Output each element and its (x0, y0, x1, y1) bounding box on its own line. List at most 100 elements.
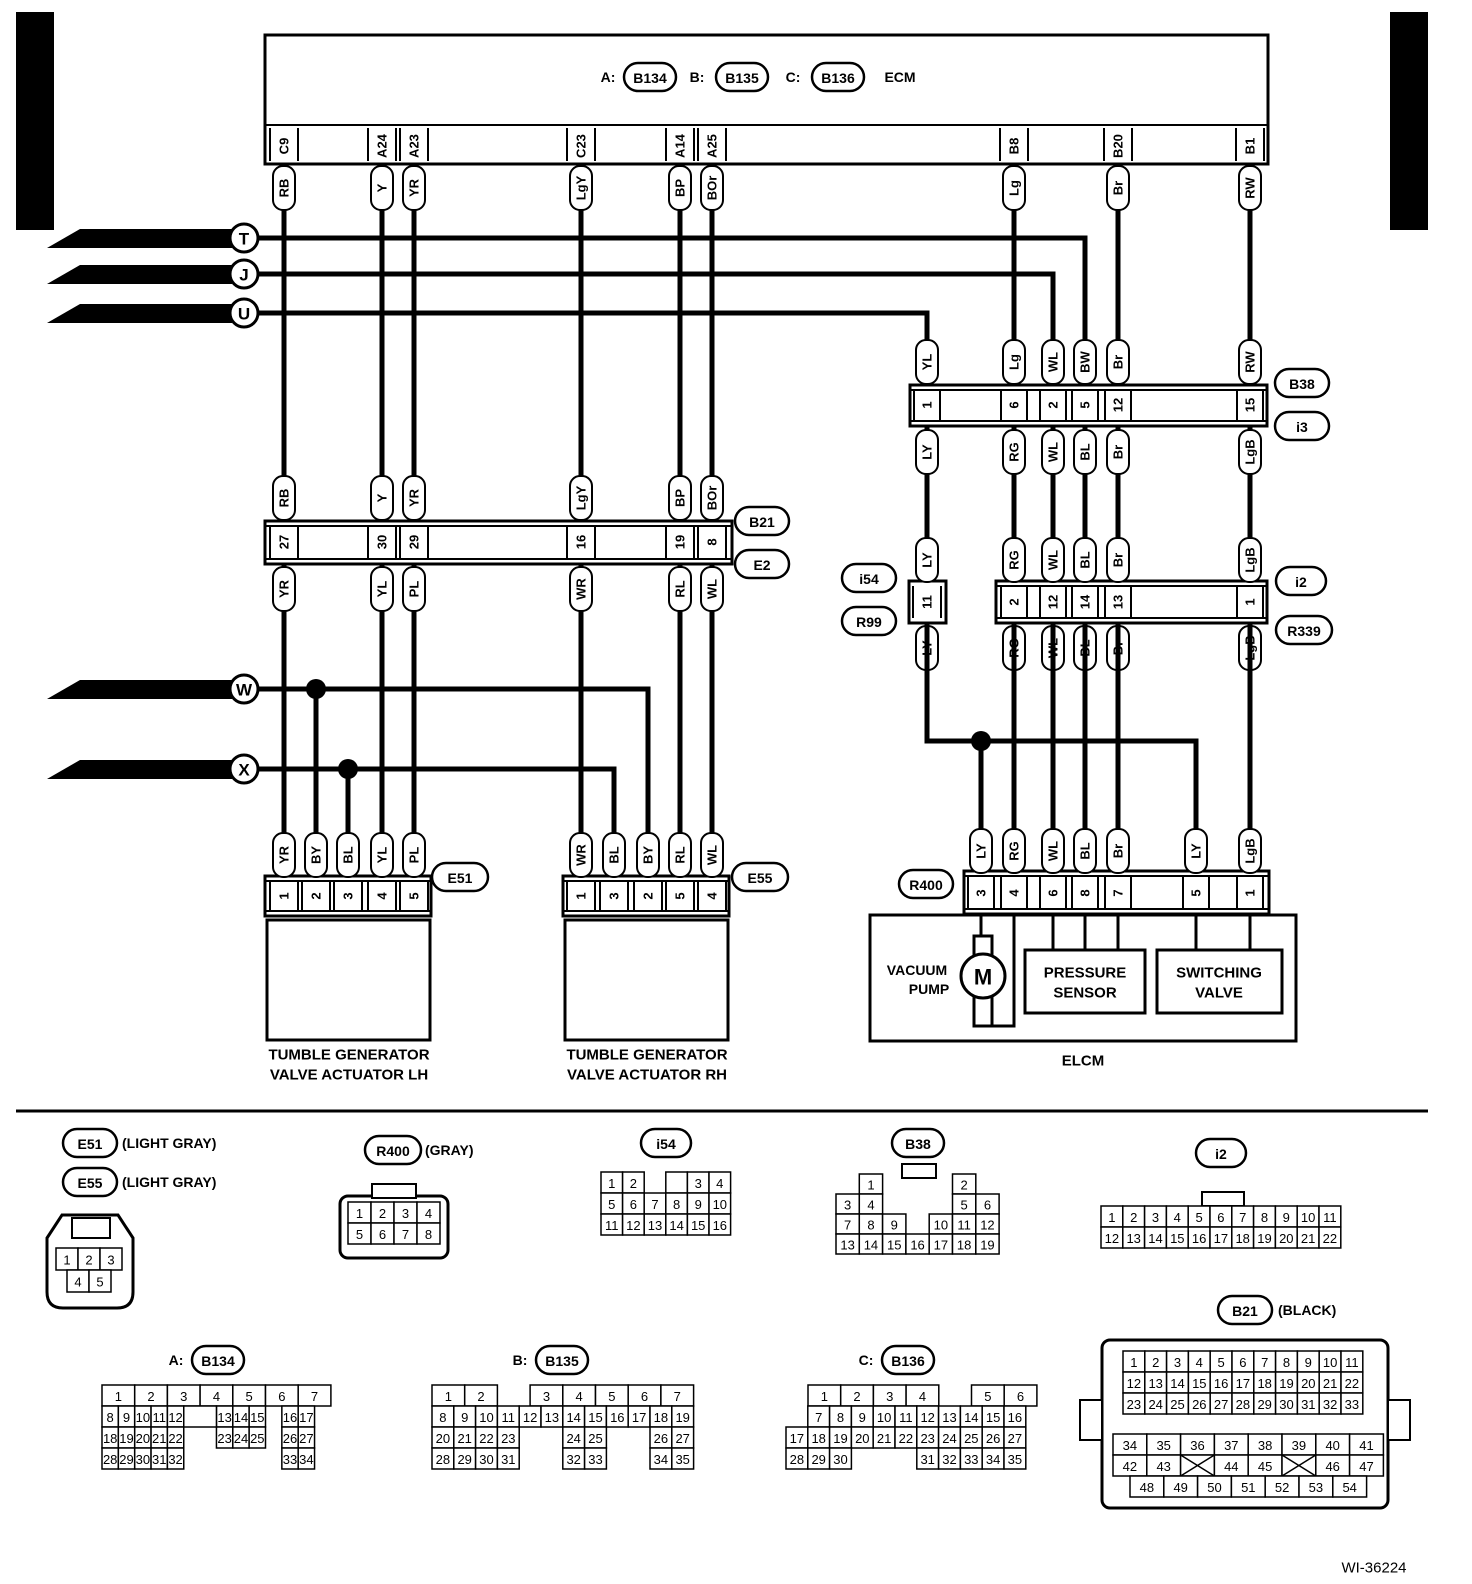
connector-r400-id: R400 (909, 877, 943, 893)
legend-b136-pin: 8 (837, 1410, 844, 1425)
legend-i54-pin: 3 (695, 1176, 702, 1191)
legend-b135-pin: 27 (675, 1431, 689, 1446)
e51-wire-color: BL (341, 846, 356, 863)
reference-sheet: E/G(NA)-08 (123, 231, 197, 247)
e51-wire-color: BY (309, 846, 324, 864)
legend-b135-pin: 30 (479, 1452, 493, 1467)
b38-wire-color: YL (920, 354, 935, 371)
legend-b21-pin: 12 (1127, 1376, 1141, 1391)
e2-wire-color: PL (407, 581, 422, 598)
ecm-wire-color-tag (668, 165, 692, 211)
legend-i2-pin: 3 (1152, 1210, 1159, 1225)
legend-b135-pin: 21 (457, 1431, 471, 1446)
legend-e51-pin: 3 (107, 1253, 114, 1268)
b38-wire-color-tag (1073, 339, 1097, 385)
b38-wire-color: BW (1078, 350, 1093, 372)
connector-i3-id: i3 (1296, 419, 1308, 435)
legend-i2-id-outline (1194, 1137, 1248, 1169)
ecm-wire-color-tag (402, 165, 426, 211)
legend-e51-pin: 4 (74, 1275, 81, 1290)
r400-wire-color-tag (969, 828, 993, 874)
ecm-wire-color-tag (1238, 165, 1262, 211)
legend-r400-pin: 4 (425, 1206, 432, 1221)
i2-pin: 13 (1111, 595, 1126, 609)
legend-i2-pin: 13 (1126, 1231, 1140, 1246)
ecm-wire-color: RB (277, 179, 292, 198)
ecm-wire-color: Lg (1007, 180, 1022, 196)
legend-b38-pin: 6 (984, 1198, 991, 1213)
legend-e55-note: (LIGHT GRAY) (122, 1174, 216, 1190)
i2-wire-color: Br (1111, 553, 1126, 567)
legend-i54-pin: 15 (691, 1218, 705, 1233)
actuator-rh-label: TUMBLE GENERATOR (566, 1047, 727, 1064)
legend-b38-pin: 4 (867, 1198, 874, 1213)
legend-b21-pin: 30 (1279, 1397, 1293, 1412)
legend-b21-pin: 5 (1217, 1355, 1224, 1370)
legend-b135-cell (583, 1447, 608, 1470)
ecm-wire-color: Br (1111, 181, 1126, 195)
legend-b38-pin: 13 (840, 1238, 854, 1253)
ecm-wire-color-tag (700, 165, 724, 211)
i3-wire-color: WL (1046, 442, 1061, 462)
ecm-connector-b136: B136 (821, 70, 855, 86)
legend-b136-pin: 10 (877, 1410, 891, 1425)
i3-wire-color-tag (1002, 429, 1026, 475)
connector-i3-id-outline (1273, 410, 1331, 442)
e2-wire-color-tag (370, 566, 394, 612)
legend-b21-pin: 28 (1236, 1397, 1250, 1412)
e2-wire-color-tag (700, 566, 724, 612)
i3-wire-color: BL (1078, 443, 1093, 460)
legend-b134-pin: 3 (180, 1389, 187, 1404)
legend-b21-pin: 41 (1359, 1438, 1373, 1453)
legend-b135-pin: 12 (523, 1410, 537, 1425)
actuator-lh-label: VALVE ACTUATOR LH (270, 1067, 428, 1084)
legend-b136-pin: 20 (855, 1431, 869, 1446)
legend-i2-cell (1318, 1226, 1342, 1249)
legend-b21-pin: 18 (1257, 1376, 1271, 1391)
actuator-rh-box (563, 918, 730, 1042)
legend-b21-pin: 29 (1257, 1397, 1271, 1412)
legend-i54-pin: 6 (630, 1197, 637, 1212)
legend-b135-cell (496, 1447, 520, 1470)
legend-b135-pin: 15 (588, 1410, 602, 1425)
connector-e55-id: E55 (748, 870, 773, 886)
e2-wire-color: WR (574, 578, 589, 600)
i2-wire-color: WL (1046, 550, 1061, 570)
r400-latch (371, 1183, 417, 1199)
legend-i2-pin: 15 (1170, 1231, 1184, 1246)
connector-r99-id: R99 (856, 614, 882, 630)
connector-i2-id: i2 (1295, 574, 1307, 590)
b21-wire-color: Y (375, 493, 390, 502)
ecm-connector-b135: B135 (725, 70, 759, 86)
legend-b21-pin: 27 (1214, 1397, 1228, 1412)
e55-wire-color-tag (668, 832, 692, 878)
b38-pin: 12 (1111, 398, 1126, 412)
legend-b135-pin: 11 (502, 1410, 516, 1425)
blocked-pin-mark (1281, 1454, 1317, 1477)
legend-b21-pin: 13 (1148, 1376, 1162, 1391)
e51-wire-color: PL (407, 847, 422, 864)
b21-wire-color-tag (668, 475, 692, 521)
e2-wire-color-tag (668, 566, 692, 612)
r400-pin: 1 (1243, 889, 1258, 896)
ecm-pin: C23 (574, 134, 589, 158)
legend-b134-cell (166, 1447, 185, 1470)
legend-b-prefix: B: (513, 1352, 528, 1368)
legend-b135-pin: 32 (566, 1452, 580, 1467)
legend-i54-pin: 4 (716, 1176, 723, 1191)
legend-b38-pin: 11 (957, 1218, 971, 1233)
ecm-prefix-c: C: (786, 69, 801, 85)
legend-b135-pin: 16 (610, 1410, 624, 1425)
legend-b21-pin: 8 (1283, 1355, 1290, 1370)
ecm-pin: B20 (1111, 134, 1126, 158)
legend-b21-pin: 37 (1224, 1438, 1238, 1453)
legend-b135-id: B135 (545, 1353, 579, 1369)
ecm-wire-color-tag (1002, 165, 1026, 211)
legend-b38-pin: 5 (961, 1198, 968, 1213)
connector-r400-id-outline (897, 868, 955, 900)
legend-b135-pin: 26 (654, 1431, 668, 1446)
b21-wire-color: LgY (574, 485, 589, 510)
legend-b21-pin: 51 (1241, 1480, 1255, 1495)
legend-b136-pin: 9 (859, 1410, 866, 1425)
